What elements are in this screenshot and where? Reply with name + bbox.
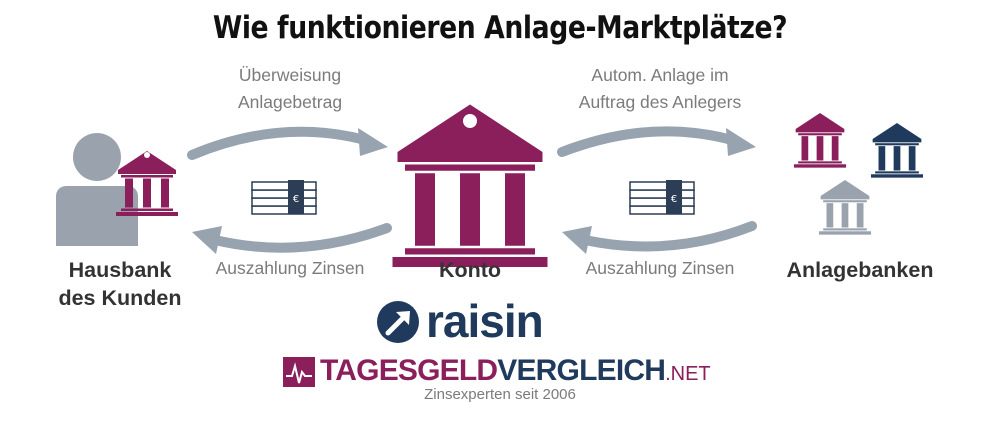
konto-bank-icon [392, 104, 548, 267]
arrow-top-right [557, 126, 756, 157]
label-autom-anlage-line1: Autom. Anlage im [591, 65, 729, 85]
anlagebank-purple-icon [793, 113, 847, 168]
anlagebank-gray-icon [818, 180, 872, 235]
label-ueberweisung-line2: Anlagebetrag [237, 92, 343, 112]
bank-window [144, 152, 150, 158]
anlagebank-navy-icon [870, 123, 924, 178]
tgv-logo-icon [283, 357, 315, 387]
node-konto: Konto [438, 258, 502, 282]
label-ueberweisung: Überweisung Anlagebetrag [200, 62, 380, 116]
node-hausbank: Hausbank des Kunden [40, 256, 200, 312]
arrow-bottom-left [192, 223, 392, 254]
tgv-wordmark-part2: VERGLEICH [497, 354, 666, 387]
money-stack-left-icon: € [251, 180, 317, 215]
svg-text:€: € [293, 194, 299, 205]
money-stack-right-icon: € [629, 180, 695, 215]
raisin-wordmark: raisin [426, 295, 544, 347]
arrow-top-left [187, 126, 388, 160]
konto-bank-window [463, 114, 477, 128]
tgv-wordmark: TAGESGELDVERGLEICH.NET [320, 354, 711, 388]
person-icon [56, 133, 138, 246]
tgv-wordmark-part3: .NET [665, 363, 711, 385]
raisin-logo-icon [377, 301, 419, 343]
tgv-tagline: Zinsexperten seit 2006 [424, 386, 576, 403]
svg-text:€: € [671, 194, 677, 205]
node-anlagebanken: Anlagebanken [786, 258, 934, 282]
label-auszahlung-left: Auszahlung Zinsen [215, 258, 365, 278]
node-hausbank-line1: Hausbank [68, 258, 172, 282]
page-title: Wie funktionieren Anlage-Marktplätze? [212, 10, 788, 46]
node-hausbank-line2: des Kunden [58, 286, 182, 310]
label-autom-anlage-line2: Auftrag des Anlegers [578, 92, 742, 112]
label-auszahlung-right: Auszahlung Zinsen [585, 258, 735, 278]
label-ueberweisung-line1: Überweisung [238, 65, 342, 85]
tgv-wordmark-part1: TAGESGELD [320, 354, 498, 387]
arrow-bottom-right [562, 221, 757, 254]
hausbank-bank-icon [116, 151, 178, 216]
label-autom-anlage: Autom. Anlage im Auftrag des Anlegers [550, 62, 770, 116]
